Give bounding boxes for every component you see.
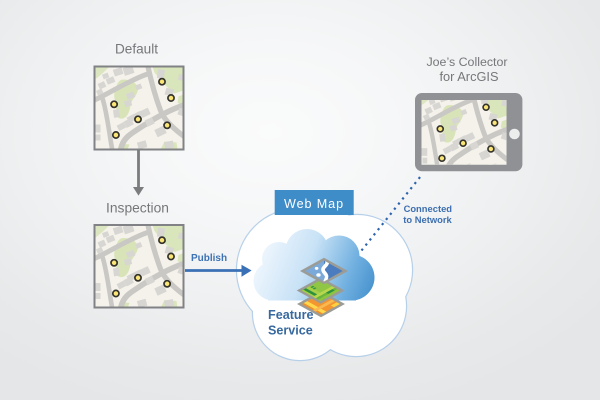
svg-text:Publish: Publish xyxy=(191,253,227,264)
svg-text:Joe’s Collector: Joe’s Collector xyxy=(426,55,507,69)
svg-text:Default: Default xyxy=(115,42,158,57)
svg-text:Connected: Connected xyxy=(404,203,453,214)
svg-text:Inspection: Inspection xyxy=(106,201,169,216)
svg-text:Service: Service xyxy=(268,324,313,338)
svg-text:for ArcGIS: for ArcGIS xyxy=(439,69,498,84)
svg-text:Feature: Feature xyxy=(268,308,314,322)
svg-text:Web Map: Web Map xyxy=(284,197,344,211)
svg-text:to Network: to Network xyxy=(403,214,452,225)
